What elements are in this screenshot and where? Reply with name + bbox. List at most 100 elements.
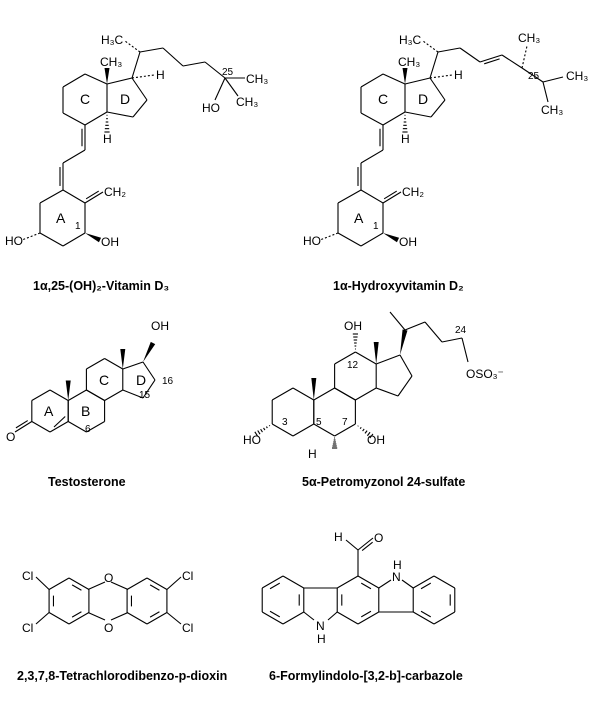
bond: [399, 354, 413, 377]
bond: [122, 361, 144, 370]
bond: [67, 421, 87, 433]
bond: [68, 577, 90, 590]
compound-vitamin-d3: H₃C CH₃ H 25 CH₃ HO CH₃ C D H CH₂ A 1 HO…: [5, 33, 268, 293]
ring-label: A: [44, 403, 54, 419]
bond: [420, 582, 432, 590]
atom-label: CH₃: [398, 55, 420, 69]
atom-label: H₃C: [399, 33, 422, 47]
locant-label: 25: [528, 71, 540, 82]
bond: [84, 111, 108, 126]
bond: [479, 54, 503, 63]
ring-label: D: [120, 91, 130, 107]
bond: [15, 420, 28, 429]
bond: [132, 99, 148, 118]
bond: [86, 358, 105, 370]
bond: [106, 111, 134, 118]
bond: [146, 577, 168, 590]
locant-label: 25: [222, 67, 234, 78]
atom-label: H: [334, 530, 343, 544]
bond: [357, 537, 374, 551]
bond: [86, 421, 105, 433]
bond: [334, 387, 356, 401]
ring-label: A: [56, 210, 66, 226]
hashed-bond: [429, 74, 453, 79]
bond: [31, 421, 51, 433]
hash-bond: [364, 430, 368, 434]
ring-label: C: [80, 91, 90, 107]
wedge-bond: [311, 378, 317, 400]
bond: [437, 47, 461, 53]
bond: [224, 77, 239, 97]
bond: [271, 423, 294, 437]
bond: [62, 189, 86, 204]
bond: [67, 389, 87, 401]
bond: [166, 612, 182, 625]
bond: [397, 375, 413, 397]
bond: [357, 575, 380, 589]
bond: [35, 612, 50, 625]
bond: [360, 232, 384, 247]
hashed-bond: [521, 45, 528, 69]
locant-label: 7: [342, 417, 348, 428]
bond: [429, 51, 439, 79]
bond: [131, 77, 148, 101]
wedge-bond: [120, 349, 126, 369]
atom-label: CH₃: [518, 31, 540, 45]
bond: [87, 611, 106, 621]
bond: [429, 77, 446, 101]
atom-label: CH₃: [100, 55, 122, 69]
bond: [282, 611, 305, 625]
wedge-bond: [143, 341, 156, 362]
atom-label: H: [317, 632, 326, 646]
compound-tcdd: Cl Cl Cl Cl O O 2,3,7,8-Tetrachlorodiben…: [17, 569, 227, 683]
bond: [84, 73, 108, 85]
bond: [378, 579, 392, 589]
atom-label: O: [6, 430, 15, 444]
bond: [313, 423, 335, 437]
bond: [126, 612, 148, 625]
ring-label: D: [418, 91, 428, 107]
hashed-bond: [422, 40, 439, 53]
hash-bond: [369, 433, 374, 439]
bond: [162, 47, 184, 67]
bond: [149, 611, 160, 618]
hash-bond: [357, 425, 359, 427]
bond: [375, 354, 401, 365]
bond: [292, 423, 315, 437]
atom-label: O: [104, 621, 113, 635]
atom-label: OH: [101, 235, 119, 249]
ring-label: A: [354, 210, 364, 226]
bond: [84, 191, 104, 204]
locant-label: 16: [162, 376, 174, 387]
bond: [360, 73, 384, 88]
hash-bond: [366, 431, 371, 437]
atom-label: CH₃: [236, 95, 258, 109]
bond: [313, 387, 335, 401]
atom-label: CH₂: [104, 185, 126, 199]
atom-label: OSO₃⁻: [466, 367, 504, 381]
locant-label: 1: [373, 221, 379, 232]
bond: [441, 337, 463, 343]
bond: [542, 81, 549, 103]
hash-bond: [265, 426, 268, 429]
atom-label: CH₂: [402, 185, 424, 199]
bond: [68, 612, 90, 625]
locant-label: 6: [85, 424, 91, 435]
atom-label: Cl: [182, 569, 193, 583]
compound-name: 1α,25-(OH)₂-Vitamin D₃: [33, 279, 169, 293]
atom-label: H: [308, 447, 317, 461]
locant-label: 24: [455, 325, 467, 336]
hashed-bond: [21, 232, 41, 241]
bond: [269, 582, 281, 590]
bond: [412, 575, 435, 589]
atom-label: H: [454, 68, 463, 82]
atom-label: Cl: [22, 621, 33, 635]
bond: [404, 77, 431, 85]
bond: [521, 67, 544, 83]
bond: [433, 611, 456, 625]
bond: [104, 389, 124, 401]
bond: [104, 358, 124, 370]
bond: [360, 610, 372, 618]
compound-name: 1α-Hydroxyvitamin D₂: [333, 279, 464, 293]
bond: [327, 611, 338, 621]
